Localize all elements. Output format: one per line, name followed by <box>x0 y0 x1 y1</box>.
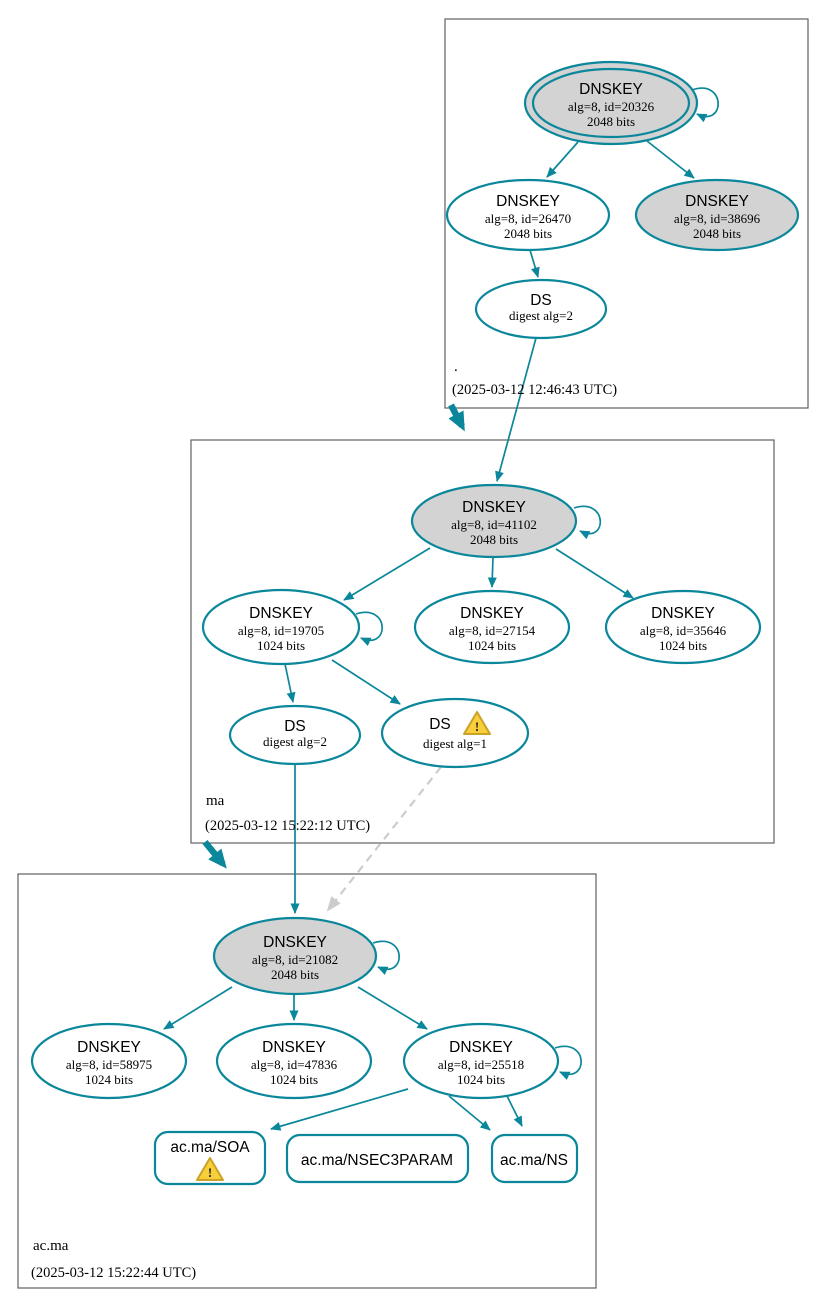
node-dnskey-19705[interactable] <box>201 588 361 666</box>
node-bits: 1024 bits <box>270 1072 318 1087</box>
node-detail: digest alg=2 <box>509 308 573 323</box>
node-title: DNSKEY <box>579 81 643 98</box>
zone-label-acma: ac.ma <box>33 1238 69 1254</box>
edge-ksk20326-to-zsk26470 <box>546 141 579 178</box>
edge-ksk41102-to-key19705 <box>343 547 431 601</box>
node-detail: alg=8, id=19705 <box>238 623 324 638</box>
node-ds-root[interactable] <box>474 278 608 340</box>
edge-ksk21082-to-key25518 <box>357 986 428 1030</box>
node-detail: alg=8, id=47836 <box>251 1057 338 1072</box>
node-title: DS <box>530 292 552 309</box>
rrset-acma-ns[interactable] <box>490 1133 579 1184</box>
node-bits: 2048 bits <box>587 114 635 129</box>
warning-glyph: ! <box>208 1165 212 1180</box>
node-title: DNSKEY <box>460 605 524 622</box>
node-detail: alg=8, id=25518 <box>438 1057 524 1072</box>
edge-root-ksk-self-loop <box>691 87 719 123</box>
edge-key19705-to-ds2 <box>284 663 296 703</box>
node-title: DNSKEY <box>263 934 327 951</box>
node-detail: alg=8, id=21082 <box>252 952 338 967</box>
node-bits: 1024 bits <box>85 1072 133 1087</box>
edge-key25518-to-nsec3param <box>448 1095 491 1131</box>
node-dnskey-27154[interactable] <box>413 589 571 665</box>
node-dnskey-47836[interactable] <box>215 1022 373 1100</box>
node-ds1-ma[interactable] <box>380 697 530 769</box>
warning-icon: ! <box>196 1157 224 1181</box>
node-detail: alg=8, id=41102 <box>451 517 537 532</box>
node-detail: alg=8, id=58975 <box>66 1057 152 1072</box>
node-title: DNSKEY <box>496 193 560 210</box>
node-dnskey-38696[interactable] <box>634 178 800 252</box>
node-dnskey-26470[interactable] <box>445 178 611 252</box>
node-detail: alg=8, id=26470 <box>485 211 571 226</box>
edge-ksk41102-to-key27154 <box>487 556 497 588</box>
zone-label-ma: ma <box>206 793 225 809</box>
edge-delegation-ma-to-acma <box>202 839 227 869</box>
rrset-label: ac.ma/NSEC3PARAM <box>301 1152 453 1169</box>
edge-zsk26470-to-ds <box>529 249 540 278</box>
node-bits: 2048 bits <box>271 967 319 982</box>
zone-timestamp-ma: (2025-03-12 15:22:12 UTC) <box>205 818 370 834</box>
zone-label-root: . <box>454 359 458 375</box>
node-dnskey-21082[interactable] <box>212 916 378 996</box>
warning-icon: ! <box>463 711 491 735</box>
node-detail: alg=8, id=38696 <box>674 211 761 226</box>
edge-delegation-root-to-ma <box>448 403 465 432</box>
node-bits: 1024 bits <box>468 638 516 653</box>
edge-key25518-to-ns <box>505 1093 523 1127</box>
node-title: DNSKEY <box>249 605 313 622</box>
node-detail: digest alg=2 <box>263 734 327 749</box>
node-title: DNSKEY <box>685 193 749 210</box>
edge-ksk21082-self-loop <box>372 940 400 975</box>
node-bits: 1024 bits <box>659 638 707 653</box>
node-bits: 2048 bits <box>693 226 741 241</box>
node-bits: 2048 bits <box>504 226 552 241</box>
edge-ksk21082-to-key58975 <box>163 986 233 1030</box>
node-bits: 1024 bits <box>457 1072 505 1087</box>
edge-ksk41102-to-key35646 <box>555 548 634 599</box>
node-title: DS <box>284 718 306 735</box>
node-bits: 2048 bits <box>470 532 518 547</box>
edge-rootds-to-ma-ksk <box>495 337 537 482</box>
node-detail: alg=8, id=20326 <box>568 99 655 114</box>
edge-key19705-to-ds1 <box>331 659 401 705</box>
node-dnskey-41102[interactable] <box>410 483 578 559</box>
node-dnskey-35646[interactable] <box>604 589 762 665</box>
node-bits: 1024 bits <box>257 638 305 653</box>
node-title: DNSKEY <box>77 1039 141 1056</box>
warning-glyph: ! <box>475 719 479 734</box>
node-dnskey-20326[interactable] <box>523 60 699 146</box>
zone-timestamp-acma: (2025-03-12 15:22:44 UTC) <box>31 1265 196 1281</box>
node-detail: alg=8, id=27154 <box>449 623 536 638</box>
node-title: DNSKEY <box>449 1039 513 1056</box>
edge-ksk41102-self-loop <box>573 505 602 540</box>
zone-timestamp-root: (2025-03-12 12:46:43 UTC) <box>452 382 617 398</box>
edge-key25518-self-loop <box>554 1045 582 1080</box>
node-ds2-ma[interactable] <box>228 704 362 766</box>
node-dnskey-20326-inner-ring <box>531 67 691 139</box>
node-dnskey-58975[interactable] <box>30 1022 188 1100</box>
node-title: DNSKEY <box>462 499 526 516</box>
edge-mads1-to-acma-ksk-insecure <box>326 766 442 912</box>
node-title: DNSKEY <box>262 1039 326 1056</box>
node-title: DNSKEY <box>651 605 715 622</box>
node-dnskey-25518[interactable] <box>402 1022 560 1100</box>
node-detail: alg=8, id=35646 <box>640 623 727 638</box>
rrset-label: ac.ma/SOA <box>170 1139 250 1156</box>
node-detail: digest alg=1 <box>423 736 487 751</box>
edge-key25518-to-soa <box>270 1088 409 1131</box>
rrset-acma-nsec3param[interactable] <box>285 1133 470 1184</box>
edge-ksk20326-to-key38696 <box>646 140 695 179</box>
rrset-label: ac.ma/NS <box>500 1152 568 1169</box>
node-title: DS <box>429 716 451 733</box>
edge-key19705-self-loop <box>355 611 383 646</box>
